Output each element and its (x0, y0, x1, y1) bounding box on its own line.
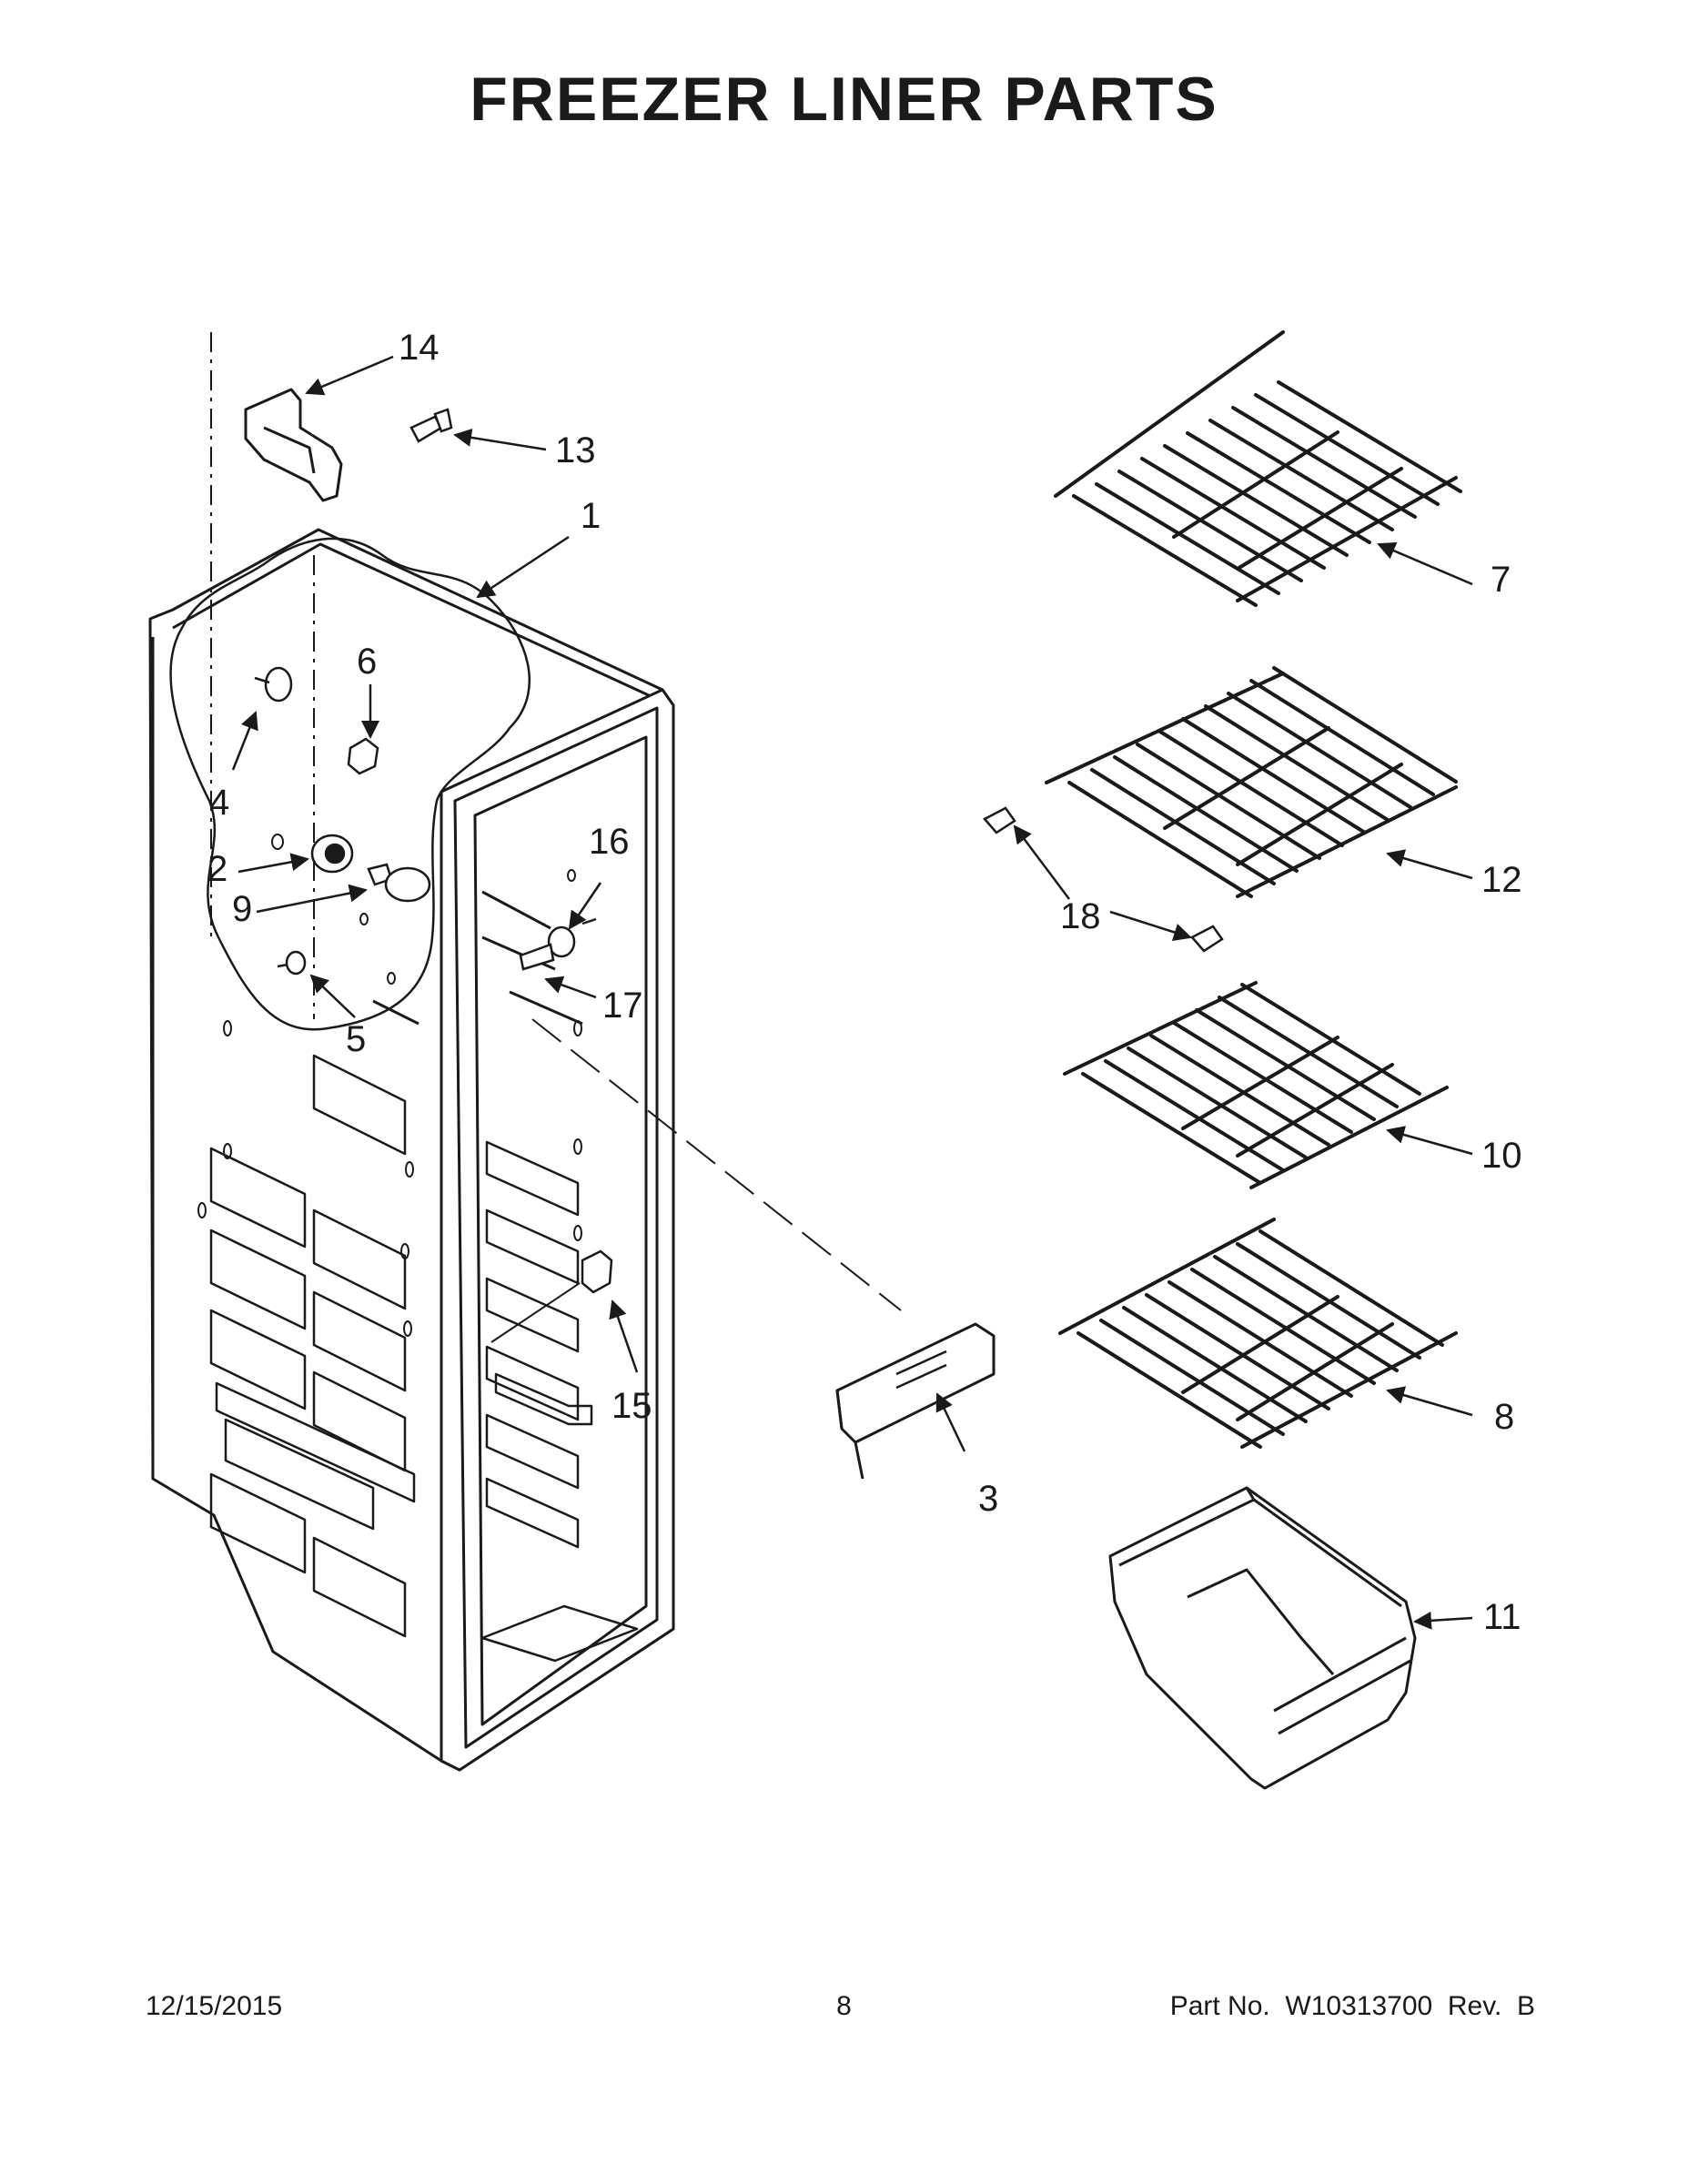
shelf-10 (1063, 981, 1449, 1189)
liner-vent-group-left (209, 1054, 416, 1638)
callout-4: 4 (209, 783, 229, 823)
liner-vent-group-right (485, 1140, 580, 1549)
part-11-bin (1108, 1486, 1417, 1790)
callout-8: 8 (1494, 1397, 1514, 1437)
part-9-bulb (367, 863, 431, 903)
part-3-cover (531, 1018, 996, 1480)
part-14-bracket (210, 332, 343, 937)
footer-page-number: 8 (836, 1991, 852, 2021)
part-5-grommet (277, 950, 307, 976)
part-16-17-switch (519, 917, 597, 971)
callout-3: 3 (978, 1479, 998, 1519)
part-2-socket (310, 834, 354, 874)
leader-arrows (231, 355, 1473, 1630)
freezer-liner (148, 528, 675, 1772)
shelf-7 (1054, 330, 1462, 607)
callout-9: 9 (232, 889, 252, 929)
page-title: FREEZER LINER PARTS (470, 65, 1218, 134)
callout-12: 12 (1481, 860, 1522, 900)
part-6-clip (347, 737, 379, 775)
callout-13: 13 (555, 430, 596, 470)
callout-11: 11 (1483, 1597, 1521, 1637)
part-18-shelf-supports (983, 806, 1224, 953)
callout-6: 6 (357, 642, 377, 682)
shelf-8 (1058, 1218, 1458, 1449)
shelf-12 (1045, 666, 1458, 898)
callout-18: 18 (1060, 896, 1101, 936)
callout-15: 15 (612, 1386, 652, 1426)
callout-1: 1 (581, 496, 601, 536)
callout-2: 2 (207, 849, 227, 889)
callout-10: 10 (1481, 1136, 1522, 1176)
callout-7: 7 (1491, 560, 1511, 600)
callout-5: 5 (346, 1019, 366, 1059)
part-13-screw (409, 408, 453, 443)
footer-date: 12/15/2015 (146, 1991, 283, 2021)
part-15-clip (490, 1249, 613, 1343)
callout-16: 16 (589, 822, 630, 862)
callout-14: 14 (399, 328, 440, 368)
footer-part-number: Part No. W10313700 Rev. B (1169, 1991, 1535, 2021)
part-4-button (254, 666, 293, 703)
callout-17: 17 (602, 986, 643, 1026)
